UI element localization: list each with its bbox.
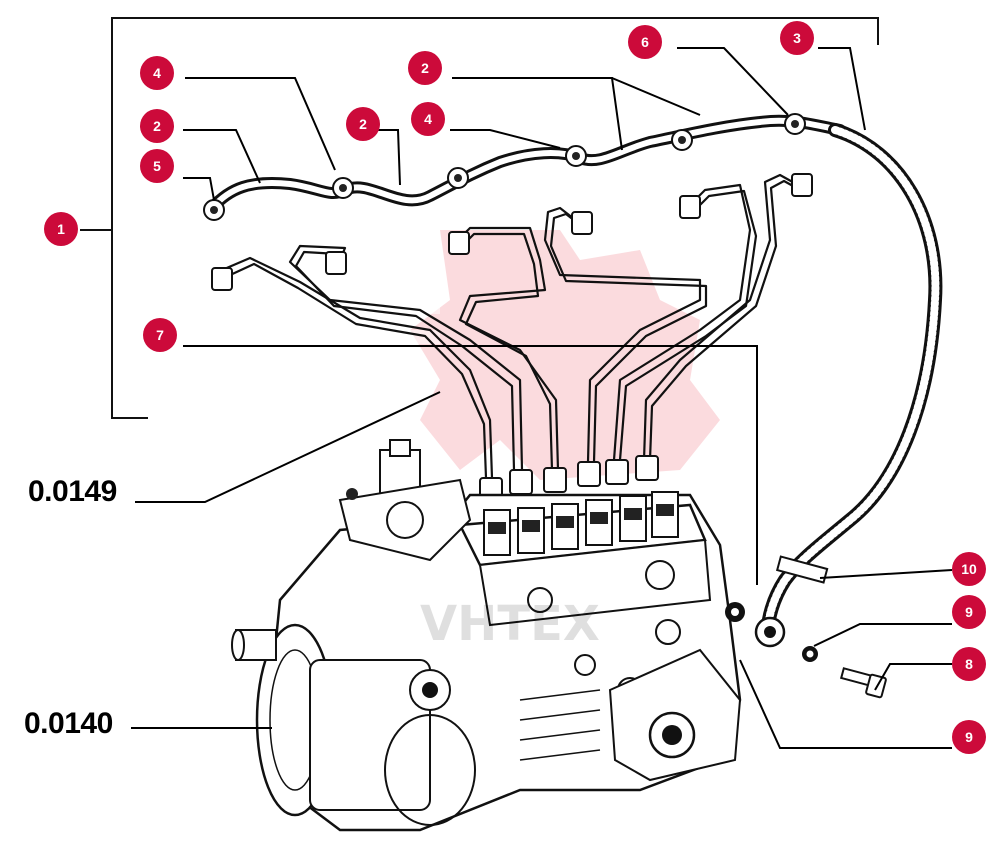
svg-text:2: 2 (153, 118, 161, 134)
svg-text:4: 4 (424, 111, 432, 127)
callout-2-left: 2 (140, 109, 174, 143)
leader-lines (131, 47, 953, 749)
svg-text:9: 9 (965, 729, 973, 745)
callout-9-lower: 9 (952, 720, 986, 754)
return-hose (761, 123, 943, 637)
leak-off-return-line (203, 113, 846, 221)
svg-text:2: 2 (359, 116, 367, 132)
svg-text:VHTEX: VHTEX (420, 596, 600, 652)
svg-text:2: 2 (421, 60, 429, 76)
part-number-lower: 0.0140 (24, 707, 113, 740)
callout-4-middle: 4 (411, 102, 445, 136)
svg-text:5: 5 (153, 158, 161, 174)
callout-10: 10 (952, 552, 986, 586)
svg-text:7: 7 (156, 327, 164, 343)
callout-8: 8 (952, 647, 986, 681)
svg-text:4: 4 (153, 65, 161, 81)
callout-2-top: 2 (408, 51, 442, 85)
callout-4-left: 4 (140, 56, 174, 90)
svg-text:8: 8 (965, 656, 973, 672)
callout-7: 7 (143, 318, 177, 352)
svg-text:10: 10 (961, 561, 977, 577)
svg-text:6: 6 (641, 34, 649, 50)
callout-5: 5 (140, 149, 174, 183)
delivery-valve-holders (483, 491, 679, 556)
callout-3: 3 (780, 21, 814, 55)
pipe-nuts (211, 173, 813, 503)
part-number-upper: 0.0149 (28, 475, 117, 508)
svg-text:3: 3 (793, 30, 801, 46)
callout-6: 6 (628, 25, 662, 59)
assembly-bracket (80, 17, 879, 419)
svg-text:9: 9 (965, 604, 973, 620)
injection-pump: VHTEX (231, 439, 742, 832)
banjo-fitting-assembly (725, 602, 887, 699)
watermark-logo (300, 230, 720, 480)
callout-9-upper: 9 (952, 595, 986, 629)
svg-text:1: 1 (57, 221, 65, 237)
callout-1: 1 (44, 212, 78, 246)
injection-pipes (211, 173, 813, 503)
callout-2-middle: 2 (346, 107, 380, 141)
